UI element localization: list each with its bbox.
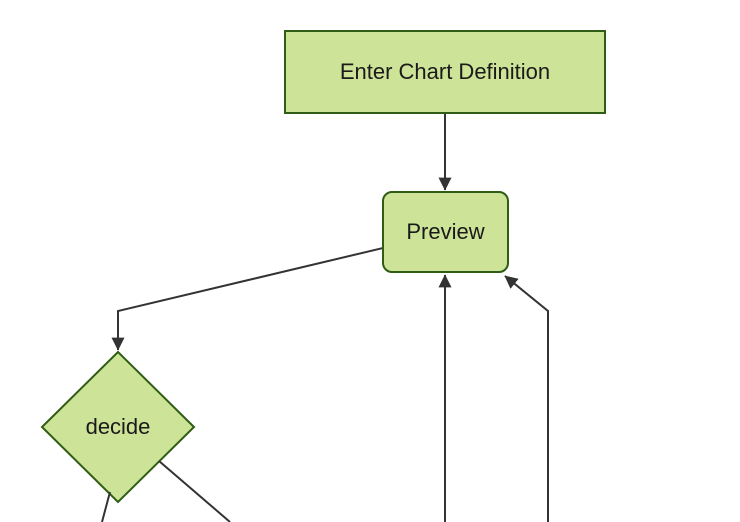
edge-offscreen-to-preview-right xyxy=(504,275,549,522)
edge-decide-to-offscreen-right xyxy=(158,460,231,522)
edge-decide-to-offscreen-left xyxy=(101,491,111,522)
node-decide: decide xyxy=(48,412,188,442)
edge-preview-to-decide xyxy=(111,247,384,351)
node-preview-label: Preview xyxy=(406,219,485,244)
decide-diamond-shape xyxy=(40,350,196,504)
node-decide-label: decide xyxy=(85,414,151,439)
node-preview: Preview xyxy=(382,191,509,273)
node-enter-chart-definition-label: Enter Chart Definition xyxy=(339,59,551,84)
node-enter-chart-definition: Enter Chart Definition xyxy=(284,30,606,114)
